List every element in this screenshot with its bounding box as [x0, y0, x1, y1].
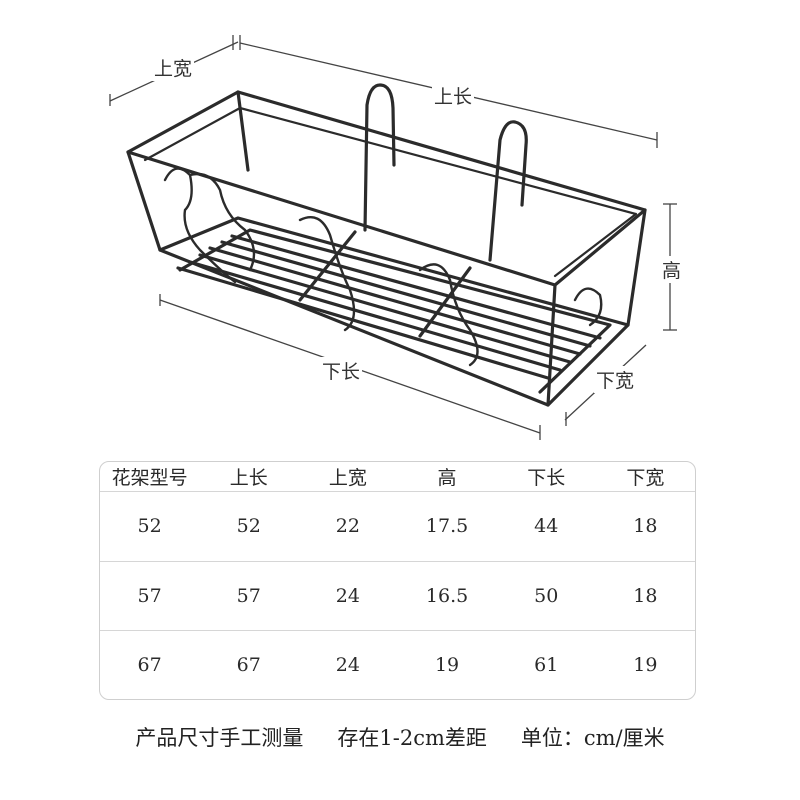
table-cell: 17.5: [397, 491, 497, 562]
spec-table: 花架型号 上长 上宽 高 下长 下宽 52 52 22 17.5 44 18 5…: [100, 462, 695, 699]
table-cell: 57: [100, 561, 200, 632]
label-bottom-width: 下宽: [594, 366, 637, 393]
table-cell: 52: [199, 491, 299, 562]
table-cell: 57: [199, 561, 299, 632]
header-top-length: 上长: [199, 462, 299, 492]
label-top-width: 上宽: [152, 54, 195, 81]
unit-note: 单位：cm/厘米: [520, 726, 665, 750]
header-bottom-length: 下长: [496, 462, 596, 492]
table-cell: 18: [595, 561, 695, 632]
label-bottom-length: 下长: [320, 357, 363, 384]
table-cell: 67: [137, 654, 162, 677]
label-height: 高: [660, 256, 684, 283]
table-cell: 19: [434, 654, 460, 677]
table-cell: 24: [335, 654, 360, 677]
table-cell: 52: [100, 491, 200, 562]
table-row: 67 67 24 19 61 19: [100, 631, 695, 699]
wire-basket: [126, 83, 647, 407]
table-cell: 16.5: [397, 561, 497, 632]
label-top-length: 上长: [432, 82, 475, 109]
header-model: 花架型号: [100, 462, 200, 492]
table-row: 57 57 24 16.5 50 18: [100, 561, 695, 632]
table-cell: 50: [496, 561, 596, 632]
table-row: 52 52 22 17.5 44 18: [100, 491, 695, 562]
header-bottom-width: 下宽: [595, 462, 695, 492]
table-cell: 44: [496, 491, 596, 562]
table-cell: 67: [236, 654, 261, 677]
table-cell: 19: [633, 654, 658, 677]
measure-note: 产品尺寸手工测量: [135, 726, 304, 750]
table-cell: 22: [298, 491, 398, 562]
table-cell: 24: [298, 561, 398, 632]
planter-basket-illustration: [109, 35, 677, 440]
table-cell: 18: [595, 491, 695, 562]
header-height: 高: [397, 462, 497, 492]
dimension-lines: [109, 35, 677, 440]
header-top-width: 上宽: [298, 462, 398, 492]
table-header-row: 花架型号 上长 上宽 高 下长 下宽: [100, 462, 695, 492]
size-spec-table: 花架型号 上长 上宽 高 下长 下宽 52 52 22 17.5 44 18 5…: [99, 461, 696, 700]
table-cell: 61: [534, 654, 559, 677]
footer-note: 产品尺寸手工测量 存在1-2cm差距 单位：cm/厘米: [0, 722, 800, 752]
tolerance-note: 存在1-2cm差距: [337, 726, 487, 750]
